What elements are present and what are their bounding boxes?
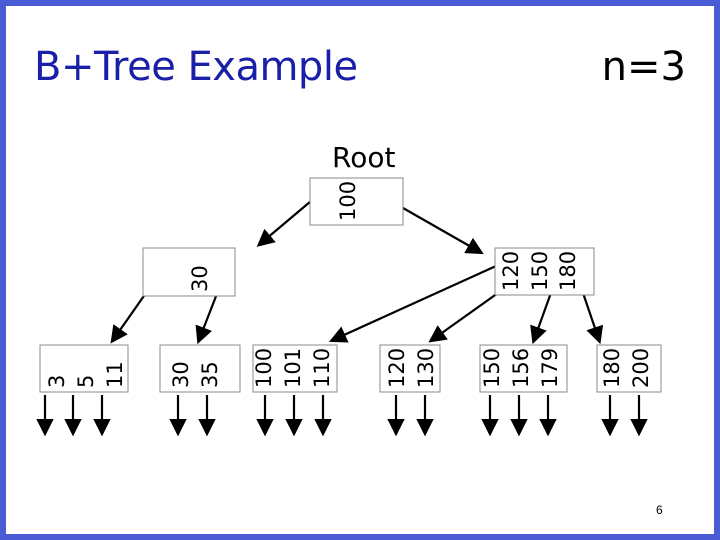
leaf-node-6-box [596,344,662,393]
key-internal-node-right-120: 120 [499,251,523,291]
root-node: 100 [309,177,404,226]
key-leaf-node-1-3: 3 [45,375,69,388]
internal-node-left: 30 [142,247,236,297]
root-label: Root [332,141,396,174]
slide-title: B+Tree Example [34,44,358,90]
key-leaf-node-3-100: 100 [252,348,276,388]
key-leaf-node-5-150: 150 [480,348,504,388]
key-internal-node-left-30: 30 [188,265,212,292]
key-internal-node-right-180: 180 [556,251,580,291]
leaf-node-5-box [479,344,568,393]
pointer-180-right [580,289,604,345]
key-root-100: 100 [336,181,360,221]
leaf-node-1-box [39,344,129,393]
leaf-node-4-box [379,344,441,393]
key-leaf-node-5-156: 156 [509,348,533,388]
key-leaf-node-2-30: 30 [169,361,193,388]
internal-node-right-box [494,247,595,296]
pointer-120-left [328,264,497,343]
internal-node-left-box [142,247,236,297]
key-internal-node-right-150: 150 [528,251,552,291]
key-leaf-node-6-200: 200 [629,348,653,388]
key-leaf-node-2-35: 35 [198,361,222,388]
root-node-box [309,177,404,226]
key-leaf-node-5-179: 179 [538,348,562,388]
tree-order-label: n=3 [601,44,686,90]
leaf-node-3-box [252,344,338,393]
pointer-150-right [530,289,554,345]
key-leaf-node-3-101: 101 [281,348,305,388]
key-leaf-node-3-110: 110 [310,348,334,388]
key-leaf-node-4-120: 120 [385,348,409,388]
page-number: 6 [656,503,663,517]
key-leaf-node-1-11: 11 [103,361,127,388]
leaf-node-2-box [159,344,241,393]
pointer-root-left [256,195,318,247]
key-leaf-node-1-5: 5 [74,375,98,388]
key-leaf-node-4-130: 130 [414,348,438,388]
key-leaf-node-6-180: 180 [600,348,624,388]
